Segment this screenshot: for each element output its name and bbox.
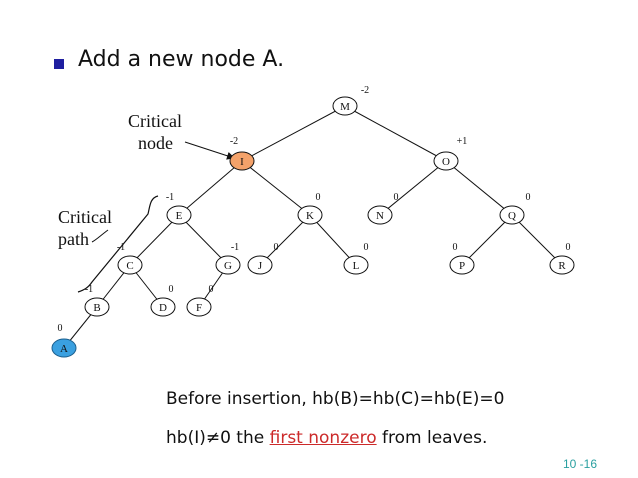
critical-node-label-line2: node xyxy=(138,133,173,153)
balance-factor-O: +1 xyxy=(457,136,468,147)
balance-factor-M: -2 xyxy=(361,85,369,96)
edge-M-O xyxy=(344,105,447,162)
edge-M-I xyxy=(241,105,346,162)
node-label-O: O xyxy=(442,156,450,168)
critical-node-label: Critical node xyxy=(128,110,182,154)
node-shape-F xyxy=(186,297,212,317)
node-label-L: L xyxy=(353,260,360,272)
balance-factor-K: 0 xyxy=(316,192,321,203)
slide-title: Add a new node A. xyxy=(78,47,285,72)
node-shape-D xyxy=(150,297,176,317)
node-label-C: C xyxy=(126,260,133,272)
tree-node-M: M xyxy=(332,96,358,116)
first-nonzero-highlight: first nonzero xyxy=(269,428,377,448)
critical-path-label-line2: path xyxy=(58,229,89,249)
node-shape-O xyxy=(433,151,459,171)
node-shape-L xyxy=(343,255,369,275)
tree-node-B: B xyxy=(84,297,110,317)
tree-node-C: C xyxy=(117,255,143,275)
page-number: 10 -16 xyxy=(563,457,598,471)
node-label-B: B xyxy=(93,302,100,314)
caption-line-1: Before insertion, hb(B)=hb(C)=hb(E)=0 xyxy=(166,389,505,409)
tree-node-Q: Q xyxy=(499,205,525,225)
node-label-E: E xyxy=(176,210,183,222)
node-shape-K xyxy=(297,205,323,225)
node-shape-A xyxy=(51,338,77,358)
node-shape-Q xyxy=(499,205,525,225)
edge-O-Q xyxy=(445,160,513,216)
balance-factor-E: -1 xyxy=(166,192,174,203)
tree-node-N: N xyxy=(367,205,393,225)
critical-path-label-line1: Critical xyxy=(58,207,112,227)
balance-factor-J: 0 xyxy=(274,242,279,253)
tree-node-E: E xyxy=(166,205,192,225)
caption-line-2-prefix: hb(I)≠0 the xyxy=(166,428,270,448)
node-label-I: I xyxy=(240,156,244,168)
balance-factor-F: 0 xyxy=(209,284,214,295)
edge-I-K xyxy=(241,160,311,216)
edge-Q-P xyxy=(461,214,513,266)
node-shape-P xyxy=(449,255,475,275)
balance-factor-C: -1 xyxy=(117,242,125,253)
tree-node-K: K xyxy=(297,205,323,225)
balance-factor-L: 0 xyxy=(364,242,369,253)
tree-node-O: O xyxy=(433,151,459,171)
node-shape-C xyxy=(117,255,143,275)
balance-factor-N: 0 xyxy=(394,192,399,203)
edge-K-L xyxy=(309,214,357,266)
balance-factor-R: 0 xyxy=(566,242,571,253)
tree-node-J: J xyxy=(247,255,273,275)
edge-E-G xyxy=(178,214,229,266)
tree-node-P: P xyxy=(449,255,475,275)
edge-K-J xyxy=(259,214,311,266)
tree-node-L: L xyxy=(343,255,369,275)
node-shape-N xyxy=(367,205,393,225)
node-label-F: F xyxy=(196,302,202,314)
balance-factor-Q: 0 xyxy=(526,192,531,203)
balance-factor-G: -1 xyxy=(231,242,239,253)
node-label-P: P xyxy=(459,260,465,272)
node-shape-I xyxy=(229,151,255,171)
tree-node-I: I xyxy=(229,151,255,171)
node-shape-E xyxy=(166,205,192,225)
balance-factor-B: -1 xyxy=(85,284,93,295)
node-label-Q: Q xyxy=(508,210,516,222)
node-shape-G xyxy=(215,255,241,275)
tree-node-G: G xyxy=(215,255,241,275)
node-label-R: R xyxy=(558,260,566,272)
node-shape-J xyxy=(247,255,273,275)
node-shape-M xyxy=(332,96,358,116)
tree-node-D: D xyxy=(150,297,176,317)
node-label-J: J xyxy=(258,260,263,272)
node-label-D: D xyxy=(159,302,167,314)
caption-line-2-suffix: from leaves. xyxy=(376,428,488,448)
critical-node-label-line1: Critical xyxy=(128,111,182,131)
node-label-A: A xyxy=(60,343,68,355)
edge-E-C xyxy=(129,214,180,266)
tree-node-R: R xyxy=(549,255,575,275)
edge-Q-R xyxy=(511,214,563,266)
node-label-G: G xyxy=(224,260,232,272)
bullet-square-icon xyxy=(54,59,64,69)
critical-path-brace xyxy=(77,195,159,293)
balance-factor-A: 0 xyxy=(58,323,63,334)
critical-path-label: Critical path xyxy=(58,206,112,250)
node-shape-B xyxy=(84,297,110,317)
critical-path-brace-tip xyxy=(91,229,109,243)
balance-factor-D: 0 xyxy=(169,284,174,295)
balance-factor-P: 0 xyxy=(453,242,458,253)
tree-node-F: F xyxy=(186,297,212,317)
node-label-M: M xyxy=(340,101,350,113)
balance-factor-I: -2 xyxy=(230,136,238,147)
caption-line-2: hb(I)≠0 the first nonzero from leaves. xyxy=(166,428,487,448)
node-label-K: K xyxy=(306,210,314,222)
edge-O-N xyxy=(379,160,447,216)
tree-node-A: A xyxy=(51,338,77,358)
edge-I-E xyxy=(178,160,243,216)
critical-node-arrow xyxy=(184,141,235,160)
node-shape-R xyxy=(549,255,575,275)
node-label-N: N xyxy=(376,210,384,222)
